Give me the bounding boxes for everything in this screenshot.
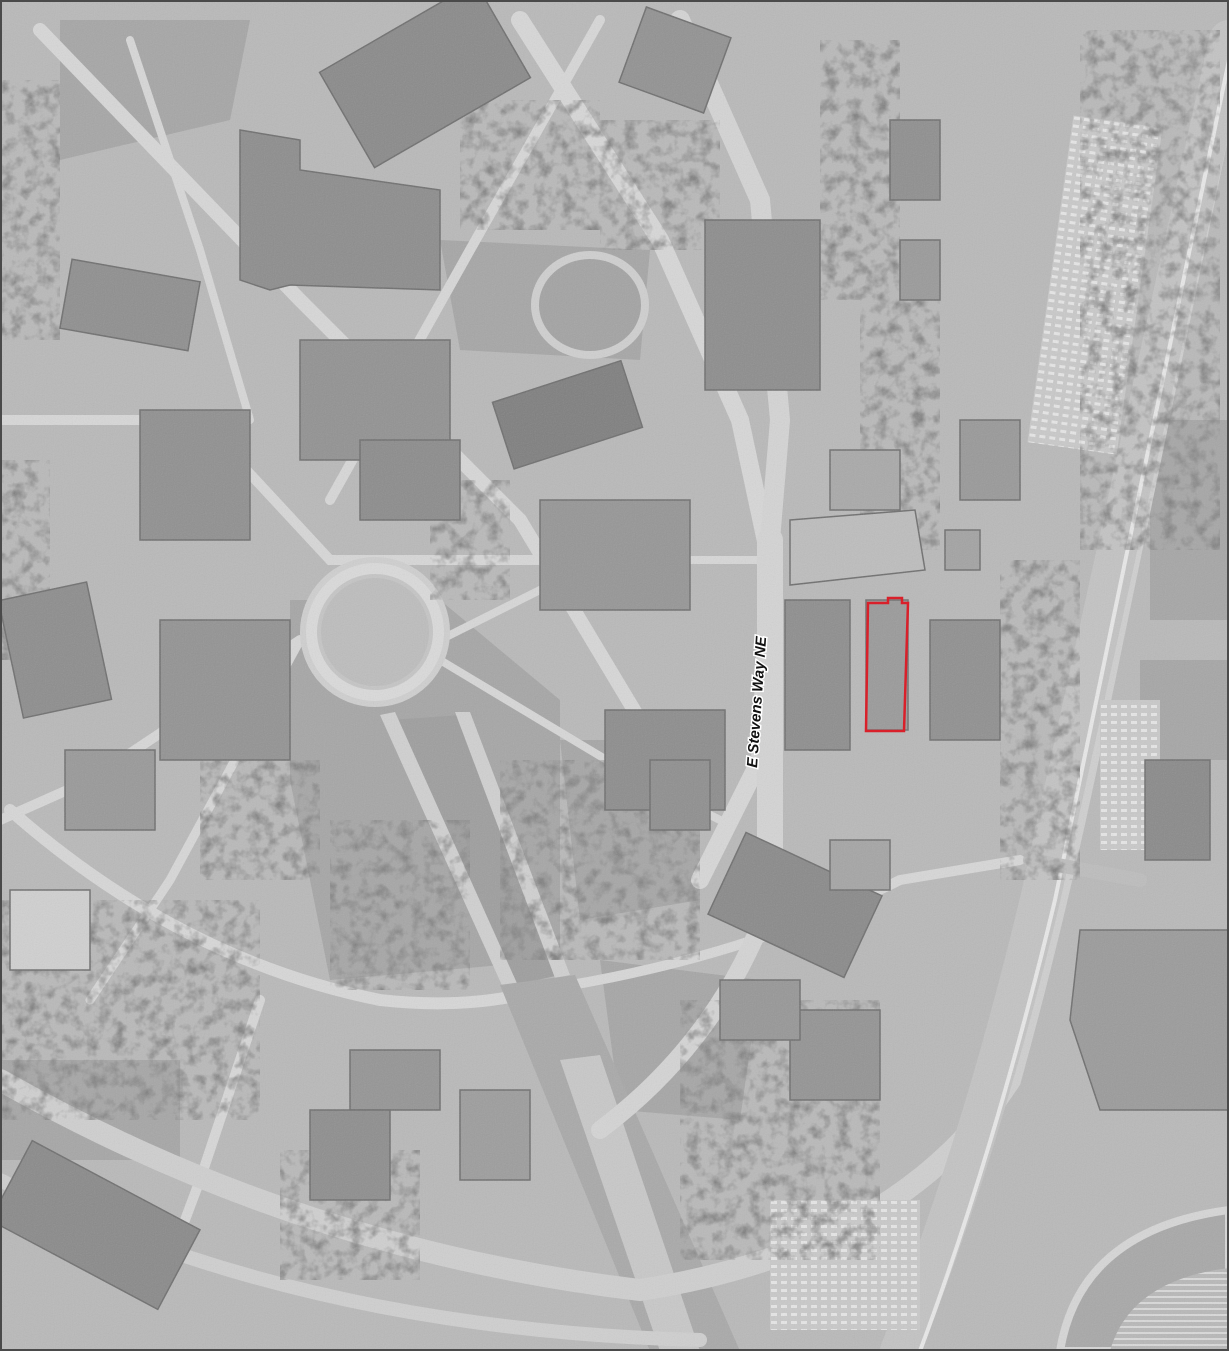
highlighted-site-outline[interactable] (864, 596, 910, 733)
